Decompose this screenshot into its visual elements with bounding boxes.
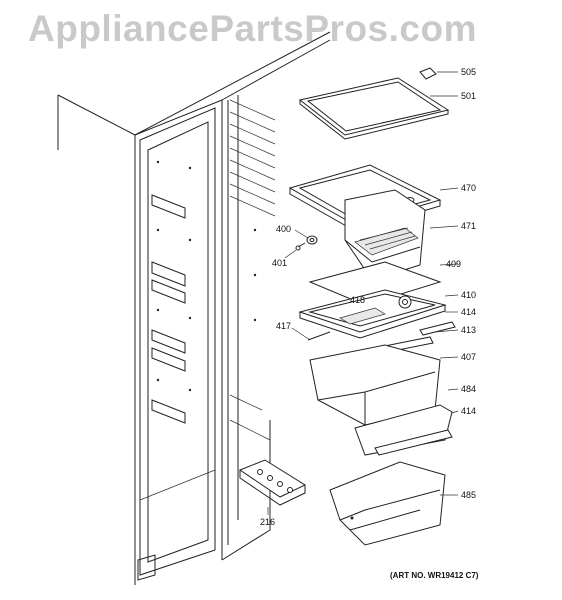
liner-holes <box>156 160 257 392</box>
watermark-logo: AppliancePartsPros.com <box>28 8 477 49</box>
callout-417: 417 <box>276 321 291 331</box>
part-400-knob <box>306 235 318 245</box>
part-501-shelf <box>298 77 450 140</box>
part-410-frame <box>298 289 447 339</box>
callout-484: 484 <box>461 384 476 394</box>
part-216-egg-tray <box>238 459 307 506</box>
callout-418: 418 <box>350 295 365 305</box>
part-414-rail-upper <box>419 321 456 336</box>
callout-400: 400 <box>276 224 291 234</box>
part-417-rod <box>307 331 331 341</box>
callout-485: 485 <box>461 490 476 500</box>
art-number: (ART NO. WR19412 C7) <box>390 571 479 580</box>
callout-409: 409 <box>446 259 461 269</box>
part-471-pan <box>344 189 426 281</box>
callout-505: 505 <box>461 67 476 77</box>
callout-471: 471 <box>461 221 476 231</box>
part-401-screw <box>295 242 306 251</box>
door-bin-left <box>151 194 186 424</box>
part-409-cover <box>308 261 442 306</box>
callout-216: 216 <box>260 517 275 527</box>
callout-401: 401 <box>272 258 287 268</box>
callout-413: 413 <box>461 325 476 335</box>
callout-470: 470 <box>461 183 476 193</box>
callout-501: 501 <box>461 91 476 101</box>
part-485-bin <box>329 461 446 546</box>
callout-407: 407 <box>461 352 476 362</box>
shelf-rails <box>229 99 276 217</box>
part-407-pan <box>309 344 441 426</box>
leader-lines <box>267 71 459 515</box>
refrigerator-cabinet <box>57 31 331 585</box>
part-414-rail-lower <box>374 429 453 456</box>
callout-414-upper: 414 <box>461 307 476 317</box>
part-505-clip <box>419 67 437 80</box>
callout-414-lower: 414 <box>461 406 476 416</box>
callout-410: 410 <box>461 290 476 300</box>
